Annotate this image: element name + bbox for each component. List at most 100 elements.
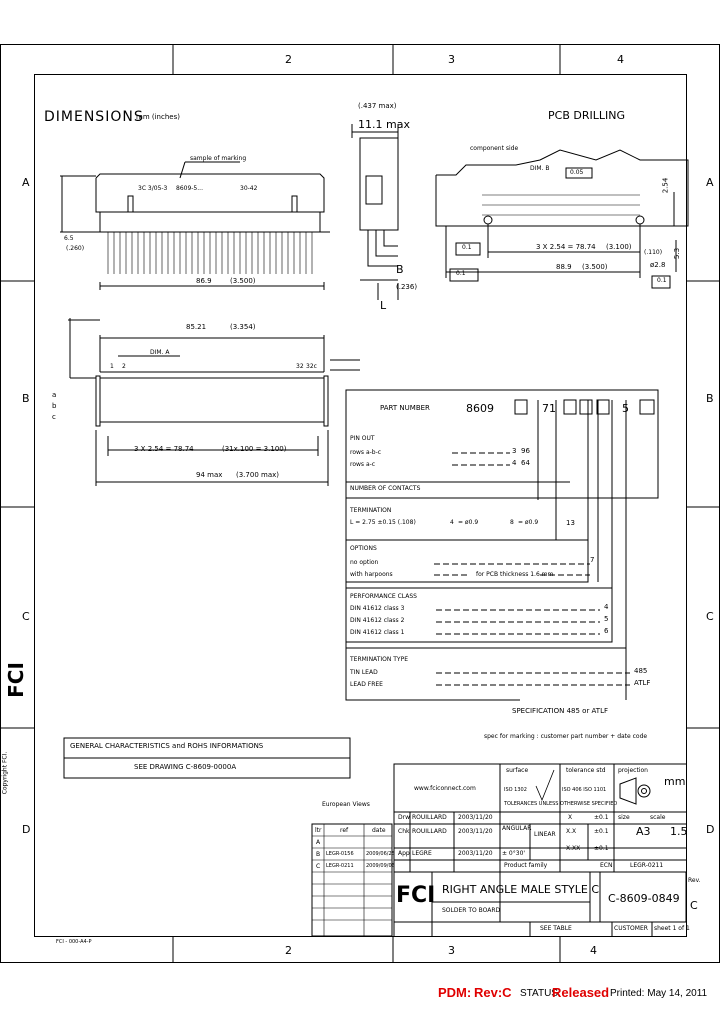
rev-header-ref: ref	[340, 827, 349, 834]
component-side-label: component side	[470, 145, 519, 152]
pcb-hole-in: (.110)	[644, 249, 663, 256]
tb-app-name: LEGRE	[412, 850, 432, 857]
tb-ang-val: ± 0°30'	[502, 850, 526, 857]
status-value: Released	[552, 985, 610, 1000]
pn-suffix-digit: 5	[622, 402, 629, 415]
see-drawing: SEE DRAWING C-8609-0000A	[134, 763, 237, 771]
rev-row-b-ref: LEGR-0156	[326, 851, 354, 857]
dim-total-length: 86.9	[196, 277, 212, 285]
row-label-a: a	[52, 391, 57, 399]
pn-pin-out-val1: 3	[512, 447, 517, 455]
tb-customer: CUSTOMER	[614, 925, 648, 932]
tb-angular: ANGULAR	[502, 825, 532, 832]
tb-scale-label: scale	[650, 814, 666, 821]
dim-b: B	[396, 263, 404, 276]
dim-height: 11.1 max	[358, 118, 410, 131]
pn-term-type: TERMINATION TYPE	[350, 656, 408, 663]
pcb-total-in: (3.500)	[582, 263, 608, 271]
tb-prod-family: Product family	[504, 862, 548, 869]
dimensions-title: DIMENSIONS	[44, 109, 144, 125]
pn-class1: DIN 41612 class 1	[350, 629, 405, 636]
tb-rev: C	[690, 899, 698, 912]
tb-tol-note: TOLERANCES UNLESS OTHERWISE SPECIFIED	[504, 801, 618, 807]
tb-projection: projection	[618, 767, 648, 774]
tb-ecn-label: ECN	[600, 862, 613, 869]
zone-top-4: 4	[617, 53, 624, 66]
tb-tol-val-3: ±0.1	[594, 845, 609, 852]
pn-term-8-val: = ø0.9	[518, 519, 539, 526]
tb-surface-std: ISO 1302	[504, 787, 527, 793]
tb-ecn: LEGR-0211	[630, 862, 664, 869]
dim-row-pitch: 3 X 2.54 = 78.74	[134, 445, 194, 453]
pcb-pitch: 3 X 2.54 = 78.74	[536, 243, 596, 251]
dim-height-in: (.437 max)	[358, 102, 397, 110]
pn-rows-abc: rows a-b-c	[350, 449, 382, 456]
tb-chk-date: 2003/11/20	[458, 828, 493, 835]
pn-term-4-val: = ø0.9	[458, 519, 479, 526]
rev-row-b-date: 2009/06/25	[366, 851, 395, 857]
zone-bottom-2: 2	[285, 944, 292, 957]
pn-perf-class: PERFORMANCE CLASS	[350, 593, 417, 600]
pn-label: PART NUMBER	[380, 404, 430, 412]
zone-left-d: D	[22, 823, 31, 836]
zone-right-a: A	[706, 176, 714, 189]
pcb-hole: ø2.8	[650, 261, 666, 269]
tb-app-date: 2003/11/20	[458, 850, 493, 857]
pn-term-4: 4	[450, 519, 454, 526]
tb-size-label: size	[618, 814, 630, 821]
tb-sheet: sheet 1 of 1	[654, 925, 690, 932]
pin-label-32c: 32c	[306, 363, 317, 370]
tb-tol-val-2: ±0.1	[594, 828, 609, 835]
zone-left-c: C	[22, 610, 30, 623]
tol-2: 0.1	[456, 270, 466, 277]
zone-right-d: D	[706, 823, 715, 836]
dim-width: 85.21	[186, 323, 207, 331]
dim-row-pitch-in: (31x.100 = 3.100)	[222, 445, 287, 453]
side-logo: FCI	[3, 662, 28, 698]
sample-marking-label: sample of marking	[190, 155, 247, 162]
status-label: STATUS:	[520, 988, 561, 999]
pin-label-32: 32	[296, 363, 304, 370]
tb-surface: surface	[506, 767, 529, 774]
pn-perf-6: 6	[604, 627, 609, 635]
zone-bottom-3: 3	[448, 944, 455, 957]
row-label-c: c	[52, 413, 56, 421]
zone-right-c: C	[706, 610, 714, 623]
pn-perf-5: 5	[604, 615, 609, 623]
spec-text: SPECIFICATION 485 or ATLF	[512, 707, 608, 715]
rev-row-c-ref: LEGR-0211	[326, 863, 354, 869]
printed-date: Printed: May 14, 2011	[610, 988, 708, 999]
pn-contacts-val2: 64	[521, 459, 530, 467]
tb-subtitle: SOLDER TO BOARD	[442, 907, 501, 914]
pcb-pitch-in: (3.100)	[606, 243, 632, 251]
dim-width-in: (3.354)	[230, 323, 256, 331]
pcb-dim-side: 2.54	[661, 177, 670, 194]
pdm-rev: Rev:C	[474, 985, 512, 1000]
tb-chk: Chk	[398, 828, 410, 835]
copyright-text: Copyright FCI.	[1, 751, 9, 795]
pn-no-option: no option	[350, 559, 379, 566]
pin-label-1: 1	[110, 363, 114, 370]
pn-tt-atlf: ATLF	[634, 679, 651, 687]
pcb-total: 88.9	[556, 263, 572, 271]
dimensions-units: mm (inches)	[136, 113, 180, 121]
dim-pitch-a: 6.5	[64, 235, 74, 242]
dim-pitch-a-in: (.260)	[66, 245, 85, 252]
tb-title: RIGHT ANGLE MALE STYLE C	[442, 883, 600, 896]
tb-lin-val-3: X.XX	[566, 845, 581, 852]
pn-class3: DIN 41612 class 3	[350, 605, 405, 612]
rev-row-b-ltr: B	[316, 851, 321, 858]
tb-drw-name: ROUILLARD	[412, 814, 447, 821]
pin-label-dim-a: DIM. A	[150, 349, 170, 356]
rev-row-c-ltr: C	[316, 863, 321, 870]
rev-header-date: date	[372, 827, 386, 834]
tb-lin-val-2: X.X	[566, 828, 577, 835]
rev-row-a-ltr: A	[316, 839, 321, 846]
dim-total-max-in: (3.700 max)	[236, 471, 279, 479]
tol-4: 0.05	[570, 169, 584, 176]
tb-drw: Drw	[398, 814, 410, 821]
pn-lead-free: LEAD FREE	[350, 681, 383, 688]
pcb-dim-b: DIM. B	[530, 165, 550, 172]
general-characteristics: GENERAL CHARACTERISTICS and ROHS INFORMA…	[70, 742, 264, 750]
pn-termination: TERMINATION	[350, 507, 392, 514]
